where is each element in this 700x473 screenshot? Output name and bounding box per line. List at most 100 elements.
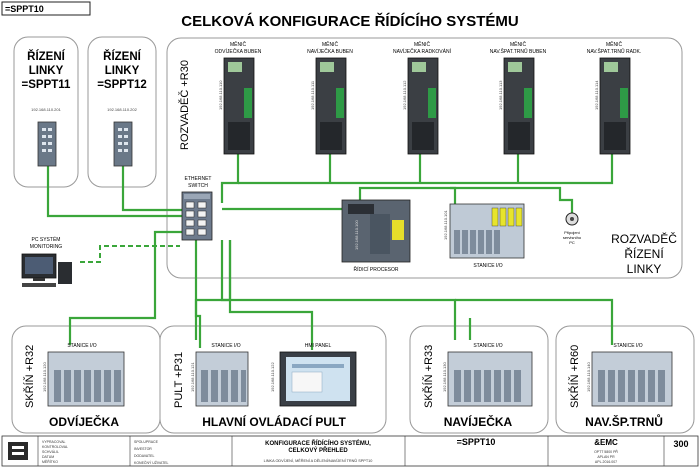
control-processor: 192.168.110.100 ŘÍDICÍ PROCESOR [341, 199, 411, 273]
tb-left-2: KONTROLOVAL [42, 445, 68, 449]
tb-mid-2: INVESTOR [134, 447, 152, 451]
io-main-label: STANICE I/O [473, 263, 502, 269]
cabinet-odvijecka-io-label: STANICE I/O [67, 343, 96, 349]
cabinet-pult-side: PULT +P31 [173, 352, 185, 408]
cabinet-pult-hmi-ip: 192.168.110.122 [270, 361, 275, 392]
cabinet-odvijecka-side: SKŘÍŇ +R32 [23, 345, 36, 408]
tb-left-4: DATUM [42, 455, 54, 459]
cabinet-navijecka-io-label: STANICE I/O [473, 343, 502, 349]
tb-mid-1: SPOLUPRACE [134, 440, 159, 444]
linka-11-ip: 192.168.110.201 [31, 107, 62, 112]
cabinet-odvijecka: SKŘÍŇ +R32 STANICE I/O 192.168.110.120 O… [23, 343, 125, 429]
cabinet-pult: PULT +P31 STANICE I/O 192.168.110.121 HM… [173, 343, 357, 429]
io-station-main: 192.168.110.101 STANICE I/O [443, 203, 525, 269]
tb-subtitle: LINKA ODVÍJENÍ, MĚŘENÍ A DĚLENÍ/NAVÍJENÍ… [264, 458, 373, 463]
linka-11-line2: LINKY [29, 65, 64, 77]
network-switch-icon [113, 121, 133, 167]
cabinet-nav-sp-trnu-io-label: STANICE I/O [613, 343, 642, 349]
drive-3: MĚNIČ NAVÍJEČKA RADKOVÁNÍ 192.168.110.11… [393, 40, 452, 155]
tb-right-3: APL.2016.007 [595, 460, 617, 464]
linka-12-line1: ŘÍZENÍ [103, 50, 142, 63]
ethernet-switch-label-2: SWITCH [188, 183, 208, 189]
panel-frame-pult [159, 325, 387, 434]
linka-11-line1: ŘÍZENÍ [27, 50, 66, 63]
cabinet-pult-ip: 192.168.110.121 [190, 361, 195, 392]
cabinet-nav-sp-trnu-side: SKŘÍŇ +R60 [568, 345, 581, 408]
panel-frame-nav-sp-trnu [555, 325, 695, 434]
tb-title-1: KONFIGURACE ŘÍDÍCÍHO SYSTÉMU, [265, 439, 371, 447]
network-switch-icon [37, 121, 57, 167]
drive-1-label-1: MĚNIČ [230, 40, 247, 48]
panel-frame-rozvadec [166, 37, 683, 279]
cabinet-navijecka-name: NAVÍJEČKA [444, 414, 513, 429]
cabinet-navijecka-side: SKŘÍŇ +R33 [422, 345, 435, 408]
drive-4-ip: 192.168.110.113 [498, 80, 503, 110]
linka-12-line2: LINKY [105, 65, 140, 77]
cabinet-pult-name: HLAVNÍ OVLÁDACÍ PULT [202, 414, 346, 429]
cabinet-navijecka-ip: 192.168.110.130 [442, 361, 447, 392]
panel-frame-linka-11 [13, 36, 79, 188]
processor-ip: 192.168.110.100 [354, 219, 359, 250]
drive-4: MĚNIČ NAV.ŠPAT.TRNŮ BUBEN 192.168.110.11… [490, 40, 547, 155]
drive-3-label-1: MĚNIČ [414, 40, 431, 48]
tb-page: 300 [673, 439, 688, 449]
company-logo [8, 442, 28, 460]
tb-mid-4: KONEČNÝ UŽIVATEL [134, 460, 169, 465]
tb-left-1: VYPRACOVAL [42, 440, 66, 444]
sheet-id: =SPPT10 [5, 4, 44, 14]
connector-label-2: servisního [563, 235, 582, 240]
tb-left-5: MĚŘÍTKO [42, 459, 58, 464]
tb-code: =SPPT10 [457, 437, 496, 447]
diagram-title: CELKOVÁ KONFIGURACE ŘÍDÍCÍHO SYSTÉMU [181, 12, 519, 30]
rozvadec-rizeni-line1: ROZVADĚČ [611, 231, 677, 246]
pc-label-2: MONITORING [30, 244, 63, 250]
linka-12-ip: 192.168.110.202 [107, 107, 138, 112]
drive-2-label-2: NAVÍJEČKA BUBEN [307, 48, 353, 55]
drive-4-label-2: NAV.ŠPAT.TRNŮ BUBEN [490, 48, 547, 55]
panel-frame-navijecka [409, 325, 549, 434]
pc-tower-icon [58, 262, 72, 284]
linka-panel-11: ŘÍZENÍ LINKY =SPPT11 192.168.110.201 [22, 50, 72, 167]
pc-monitoring: PC SYSTÉM MONITORING [21, 236, 72, 287]
processor-label: ŘÍDICÍ PROCESOR [353, 265, 398, 273]
pc-label-1: PC SYSTÉM [32, 236, 61, 243]
pc-link-cable [80, 245, 180, 263]
rozvadec-rizeni-label: ROZVADĚČ ŘÍZENÍ LINKY [611, 231, 677, 276]
linka-11-line3: =SPPT11 [22, 79, 72, 91]
drive-2-ip: 192.168.110.111 [310, 80, 315, 110]
drive-5-ip: 192.168.110.114 [594, 80, 599, 110]
ethernet-switch-label-1: ETHERNET [185, 176, 212, 182]
tb-emc: &EMC [594, 438, 618, 447]
io-main-ip: 192.168.110.101 [443, 209, 448, 240]
cabinet-navijecka: SKŘÍŇ +R33 STANICE I/O 192.168.110.130 N… [422, 343, 533, 429]
tb-title-2: CELKOVÝ PŘEHLED [288, 446, 348, 454]
cabinet-pult-io-label: STANICE I/O [211, 343, 240, 349]
keyboard-icon [22, 283, 56, 287]
drive-5-label-2: NAV.ŠPAT.TRNŮ RADK. [587, 48, 642, 55]
connector-label-1: Připojení [564, 230, 581, 235]
rozvadec-rizeni-line2: ŘÍZENÍ [624, 246, 664, 261]
drive-5: MĚNIČ NAV.ŠPAT.TRNŮ RADK. 192.168.110.11… [587, 40, 642, 155]
drive-3-label-2: NAVÍJEČKA RADKOVÁNÍ [393, 48, 452, 55]
cabinet-nav-sp-trnu-ip: 192.168.110.140 [586, 361, 591, 392]
drive-4-label-1: MĚNIČ [510, 40, 527, 48]
connector-label-3: PC [569, 240, 575, 245]
drive-2: MĚNIČ NAVÍJEČKA BUBEN 192.168.110.111 [307, 40, 353, 155]
cabinet-odvijecka-ip: 192.168.110.120 [42, 361, 47, 392]
network-cables [46, 152, 614, 350]
title-block: VYPRACOVAL KONTROLOVAL SCHVÁLIL DATUM MĚ… [1, 435, 699, 467]
cabinet-nav-sp-trnu: SKŘÍŇ +R60 STANICE I/O 192.168.110.140 N… [568, 343, 673, 429]
drive-1: MĚNIČ ODVÍJEČKA BUBEN 192.168.110.110 [215, 40, 262, 155]
cabinet-pult-hmi-label: HMI PANEL [305, 343, 332, 349]
tb-left-3: SCHVÁLIL [42, 450, 59, 454]
linka-12-line3: =SPPT12 [97, 79, 147, 91]
tb-mid-3: DODAVATEL [134, 454, 154, 458]
drive-1-ip: 192.168.110.110 [218, 80, 223, 110]
ethernet-switch: ETHERNET SWITCH [181, 176, 213, 241]
cabinet-nav-sp-trnu-name: NAV.ŠP.TRNŮ [585, 413, 663, 429]
sheet-id-box: =SPPT10 [1, 1, 91, 16]
drive-5-label-1: MĚNIČ [606, 40, 623, 48]
drive-2-label-1: MĚNIČ [322, 40, 339, 48]
